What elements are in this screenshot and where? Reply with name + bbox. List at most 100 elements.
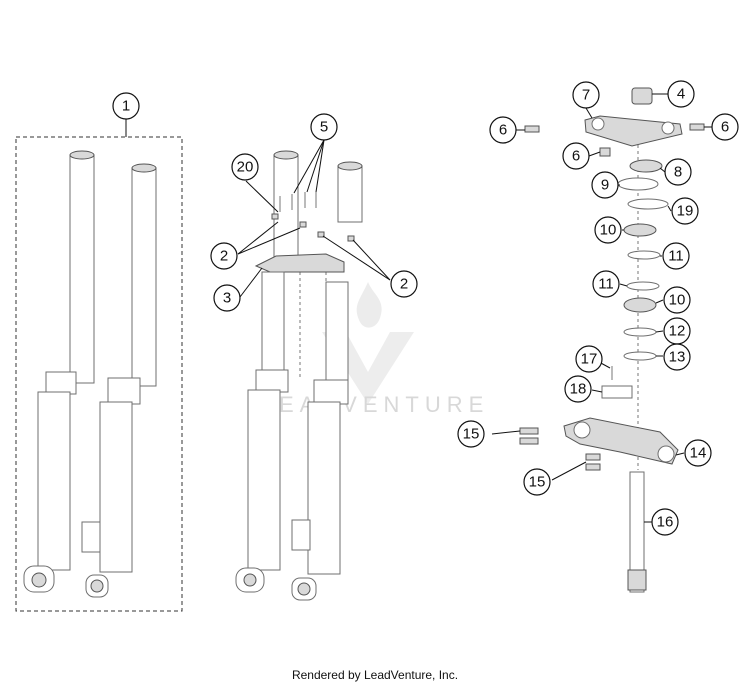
top-clamp-mid [254, 253, 345, 273]
callout-circle [684, 439, 712, 467]
callout-18: 18 [564, 375, 592, 403]
washer [617, 177, 659, 191]
callout-5: 5 [310, 113, 338, 141]
caliper-mount-right [81, 521, 101, 553]
callout-2a: 2 [210, 242, 238, 270]
callout-20: 20 [231, 153, 259, 181]
callout-circle [594, 216, 622, 244]
callout-4: 4 [667, 80, 695, 108]
caliper-mount-mid [291, 519, 311, 551]
callout-label: 2 [220, 248, 228, 265]
callout-1: 1 [112, 92, 140, 120]
outer-tube-mid-right [307, 401, 341, 575]
callout-label: 17 [581, 351, 598, 368]
bearing-bottom [623, 297, 657, 313]
callout-8: 8 [664, 158, 692, 186]
callout-label: 6 [721, 119, 729, 136]
race-top [627, 250, 661, 260]
lower-bolt-d [585, 463, 601, 471]
lower-bolt-b [519, 437, 539, 445]
callout-circle [562, 142, 590, 170]
footer-credit: Rendered by LeadVenture, Inc. [291, 668, 459, 682]
callout-circle [575, 345, 603, 373]
callout-label: 7 [582, 87, 590, 104]
callout-label: 3 [223, 290, 231, 307]
callout-circle [667, 80, 695, 108]
assembly-frame [15, 136, 183, 612]
callout-circle [231, 153, 259, 181]
callout-7: 7 [572, 81, 600, 109]
callout-6a: 6 [489, 116, 517, 144]
callout-2b: 2 [390, 270, 418, 298]
fork-tube-mid-left [273, 154, 299, 266]
outer-tube-left [37, 391, 71, 571]
clamp-bolt-left [524, 125, 540, 133]
stem-nut [629, 159, 663, 173]
lower-seal [623, 327, 657, 337]
callout-label: 16 [657, 514, 674, 531]
callout-label: 13 [669, 349, 686, 366]
callout-19: 19 [671, 197, 699, 225]
callout-label: 1 [122, 98, 130, 115]
callout-label: 20 [237, 159, 254, 176]
callout-circle [591, 171, 619, 199]
callout-circle [711, 113, 739, 141]
callout-circle [572, 81, 600, 109]
leader-lines [125, 93, 712, 523]
callout-label: 18 [570, 381, 587, 398]
callout-label: 5 [320, 119, 328, 136]
clamp-mid-right [313, 379, 349, 405]
callout-label: 15 [463, 426, 480, 443]
callout-11b: 11 [592, 270, 620, 298]
callout-label: 6 [499, 122, 507, 139]
callout-circle [671, 197, 699, 225]
callout-circle [663, 286, 691, 314]
callout-circle [112, 92, 140, 120]
callout-6b: 6 [711, 113, 739, 141]
bottom-triple-clamp [563, 417, 679, 465]
fork-assembly-complete [15, 136, 183, 612]
lower-bolt-a [519, 427, 539, 435]
callout-12: 12 [663, 317, 691, 345]
race-bottom [626, 281, 660, 291]
callout-14: 14 [684, 439, 712, 467]
callout-label: 9 [601, 177, 609, 194]
callout-label: 11 [598, 276, 614, 293]
watermark-text: LEADVENTURE [261, 392, 490, 417]
callout-circle [523, 468, 551, 496]
inner-tube-mid-left [261, 271, 285, 373]
callout-circle [564, 375, 592, 403]
callout-label: 12 [669, 323, 686, 340]
callout-circle [390, 270, 418, 298]
clamp-mid-left [255, 369, 289, 393]
callout-label: 4 [677, 86, 685, 103]
lower-bolt-c [585, 453, 601, 461]
callout-circle [663, 343, 691, 371]
callout-17: 17 [575, 345, 603, 373]
callout-circle [592, 270, 620, 298]
callout-9: 9 [591, 171, 619, 199]
outer-tube-right [99, 401, 133, 573]
callout-11a: 11 [662, 242, 690, 270]
callout-circle [213, 284, 241, 312]
fork-tube-left [69, 154, 95, 384]
fork-cap-mid-right [337, 165, 363, 223]
lower-ring [623, 351, 657, 361]
top-triple-clamp [584, 115, 683, 147]
callout-circle [489, 116, 517, 144]
callout-circle [310, 113, 338, 141]
callout-label: 14 [690, 445, 707, 462]
callout-label: 8 [674, 164, 682, 181]
callout-label: 6 [572, 148, 580, 165]
callout-label: 15 [529, 474, 546, 491]
callout-3: 3 [213, 284, 241, 312]
callout-label: 2 [400, 276, 408, 293]
callout-15b: 15 [523, 468, 551, 496]
clamp-left [45, 371, 77, 395]
callout-label: 11 [668, 248, 684, 265]
callout-16: 16 [651, 508, 679, 536]
callout-label: 19 [677, 203, 694, 220]
callout-15a: 15 [457, 420, 485, 448]
callout-circle [457, 420, 485, 448]
